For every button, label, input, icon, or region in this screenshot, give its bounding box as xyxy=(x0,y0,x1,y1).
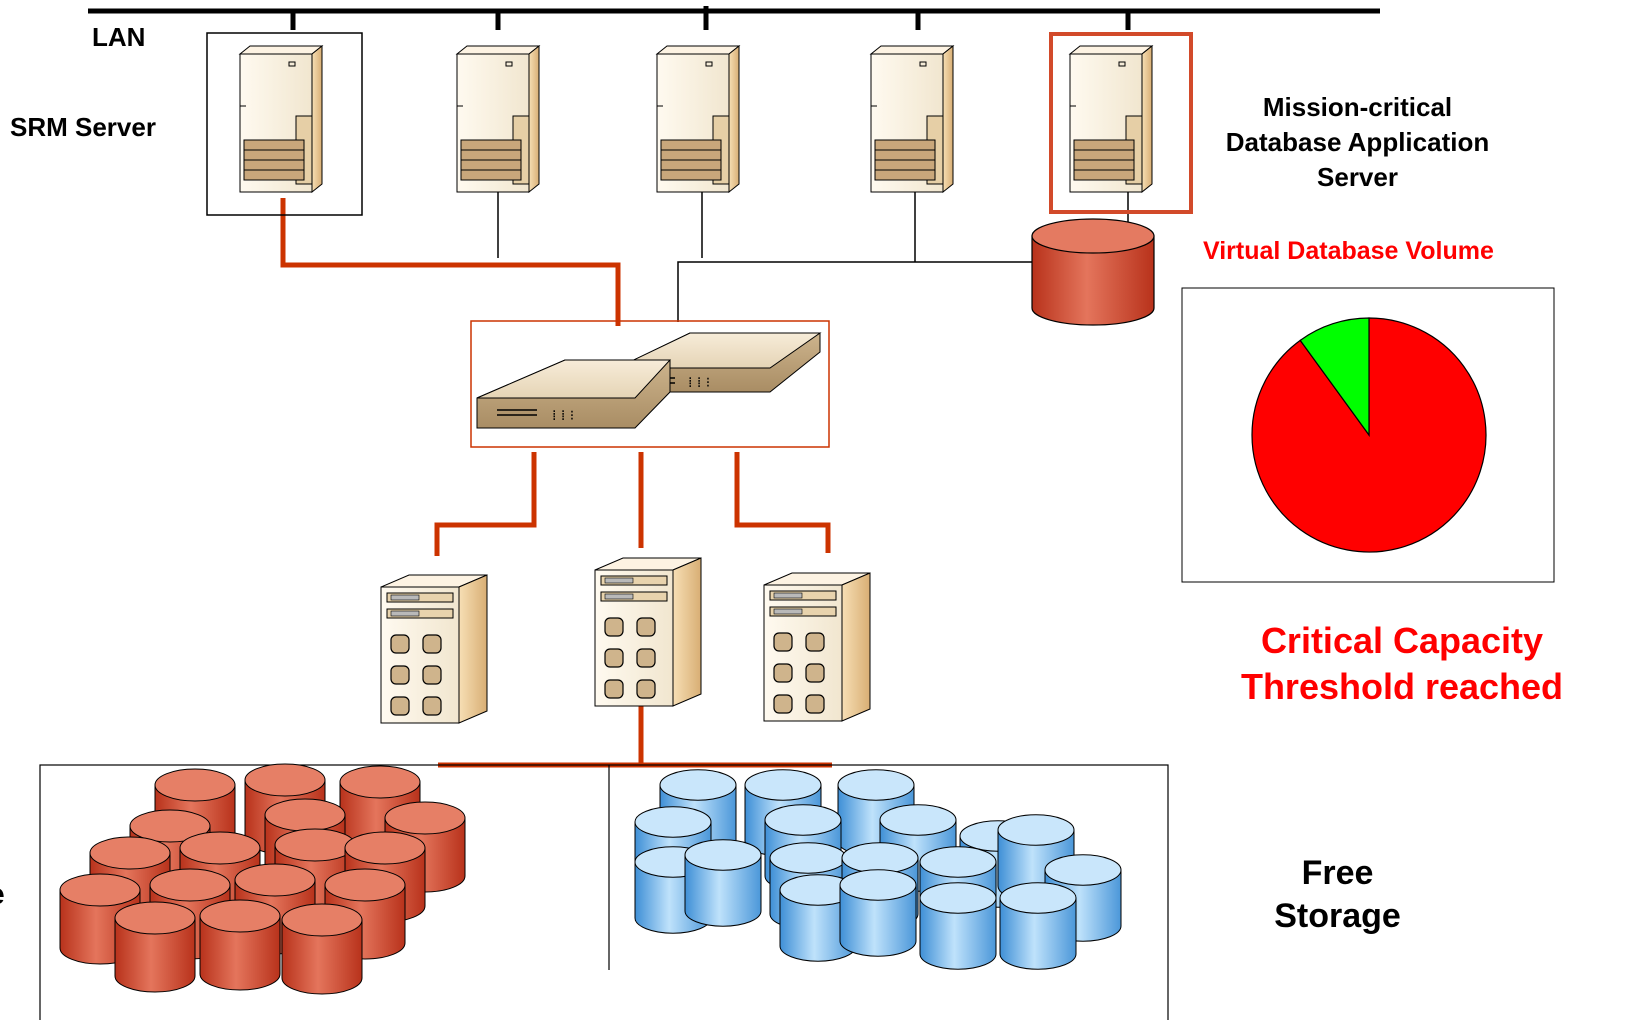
critical-capacity-alert: Critical Capacity Threshold reached xyxy=(1212,618,1592,710)
virtual-database-volume-icon[interactable] xyxy=(1031,218,1155,326)
mission-critical-line-1: Mission-critical xyxy=(1262,92,1453,122)
pie-slice-free xyxy=(1299,317,1370,437)
lan-label: LAN xyxy=(92,22,146,52)
storage-array-2[interactable] xyxy=(594,557,702,707)
free-storage-disks xyxy=(634,769,1122,970)
free-disk xyxy=(999,882,1077,970)
app-server-3[interactable] xyxy=(655,44,741,194)
critical-alert-line-2: Threshold reached xyxy=(1240,666,1564,707)
mission-critical-line-3: Server xyxy=(1317,162,1398,192)
used-disk xyxy=(199,899,281,991)
srm-server-label: SRM Server xyxy=(10,112,156,142)
free-disk xyxy=(919,882,997,970)
mission-critical-server-label: Mission-critical Database Application Se… xyxy=(1190,90,1525,195)
switch-frame xyxy=(470,320,830,448)
server-thin-links xyxy=(497,192,1129,322)
free-storage-line-1: Free xyxy=(1301,854,1374,892)
free-disk xyxy=(779,874,857,962)
critical-alert-line-1: Critical Capacity xyxy=(1260,620,1544,661)
free-storage-line-2: Storage xyxy=(1274,897,1401,935)
used-disk xyxy=(281,903,363,995)
free-storage-label: Free Storage xyxy=(1260,852,1415,938)
virtual-database-volume-label: Virtual Database Volume xyxy=(1203,237,1494,265)
storage-pool-frame xyxy=(39,764,1169,1020)
capacity-pie-chart xyxy=(1181,287,1555,583)
used-storage-label-cut: e xyxy=(0,878,5,912)
free-disk xyxy=(684,839,762,927)
svg-text:⁞ ⁞ ⁝: ⁞ ⁞ ⁝ xyxy=(688,375,710,391)
app-server-4[interactable] xyxy=(869,44,955,194)
storage-array-3[interactable] xyxy=(763,572,871,722)
lan-backbone xyxy=(88,6,1380,30)
san-links xyxy=(280,198,832,768)
app-server-2[interactable] xyxy=(455,44,541,194)
used-storage-disks xyxy=(59,763,466,995)
mission-critical-line-2: Database Application xyxy=(1225,127,1490,157)
san-switch-group[interactable]: ⁞ ⁞ ⁝ ⁞ ⁞ ⁝ xyxy=(470,320,830,448)
san-switch-front-icon: ⁞ ⁞ ⁝ xyxy=(476,359,672,429)
mission-critical-highlight-box xyxy=(1049,32,1193,214)
mission-critical-db-server[interactable] xyxy=(1049,32,1193,214)
svg-text:⁞ ⁞ ⁝: ⁞ ⁞ ⁝ xyxy=(552,408,574,424)
storage-array-1[interactable] xyxy=(380,574,488,724)
used-disk xyxy=(114,901,196,993)
srm-server-frame xyxy=(206,32,363,216)
srm-server[interactable] xyxy=(206,32,363,216)
free-disk xyxy=(839,869,917,957)
